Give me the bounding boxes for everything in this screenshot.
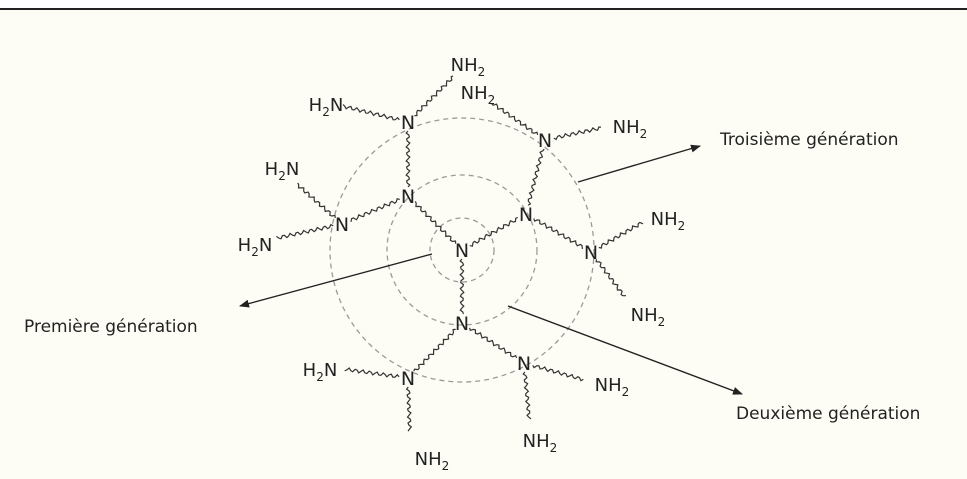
ring-second-generation [386, 174, 538, 326]
nitrogen-atom: N [584, 242, 598, 264]
amine-nh2: NH2 [523, 431, 558, 455]
wavy-bond [491, 103, 539, 135]
wavy-bond [469, 217, 518, 247]
figure-background [0, 10, 967, 479]
nitrogen-atom: N [335, 214, 349, 236]
label-third-generation: Troisième génération [720, 130, 899, 150]
wavy-bond [413, 328, 456, 372]
amine-h2n: H2N [265, 159, 300, 183]
wavy-bond [342, 104, 400, 121]
amine-h2n: H2N [303, 360, 338, 384]
amine-nh2: NH2 [451, 55, 486, 79]
wavy-bond [297, 182, 336, 219]
bonds [276, 75, 644, 432]
amine-h2n: H2N [309, 95, 344, 119]
arrow-second-generation [507, 305, 743, 395]
wavy-bond [414, 75, 454, 117]
generation-rings [329, 117, 595, 383]
nitrogen-atom: N [538, 130, 552, 152]
wavy-bond [344, 367, 400, 378]
wavy-bond [469, 327, 518, 359]
wavy-bond [459, 258, 465, 315]
amine-nh2: NH2 [631, 305, 666, 329]
nitrogen-atom: N [401, 368, 415, 390]
nitrogen-atom: N [519, 204, 533, 226]
nitrogen-atom: N [401, 186, 415, 208]
wavy-bond [405, 130, 411, 188]
amine-nh2: NH2 [595, 375, 630, 399]
wavy-bond [414, 201, 457, 244]
top-rule [0, 8, 967, 10]
amine-nh2: NH2 [415, 449, 450, 473]
wavy-bond [527, 148, 545, 206]
amine-h2n: H2N [238, 235, 273, 259]
wavy-bond [532, 365, 584, 382]
ring-third-generation [329, 117, 595, 383]
label-first-generation: Première génération [24, 317, 198, 337]
nitrogen-atom: N [455, 240, 469, 262]
nitrogen-atoms: N N N N N N N N N N [335, 112, 598, 390]
wavy-bond [405, 386, 413, 432]
arrow-third-generation [577, 144, 701, 183]
amine-nh2: NH2 [651, 209, 686, 233]
wavy-bond [276, 223, 334, 240]
label-second-generation: Deuxième génération [736, 404, 921, 424]
arrow-first-generation [239, 253, 433, 308]
wavy-bond [522, 371, 532, 420]
pointer-arrows [239, 144, 743, 395]
wavy-bond [595, 259, 626, 297]
ring-first-generation [429, 217, 495, 283]
wavy-bond [533, 218, 583, 249]
nitrogen-atom: N [517, 353, 531, 375]
wavy-bond [598, 221, 644, 249]
amine-nh2: NH2 [613, 117, 648, 141]
wavy-bond [553, 126, 602, 141]
nitrogen-atom: N [401, 112, 415, 134]
amine-nh2: NH2 [461, 83, 496, 107]
wavy-bond [350, 197, 400, 223]
nitrogen-atom: N [455, 313, 469, 335]
